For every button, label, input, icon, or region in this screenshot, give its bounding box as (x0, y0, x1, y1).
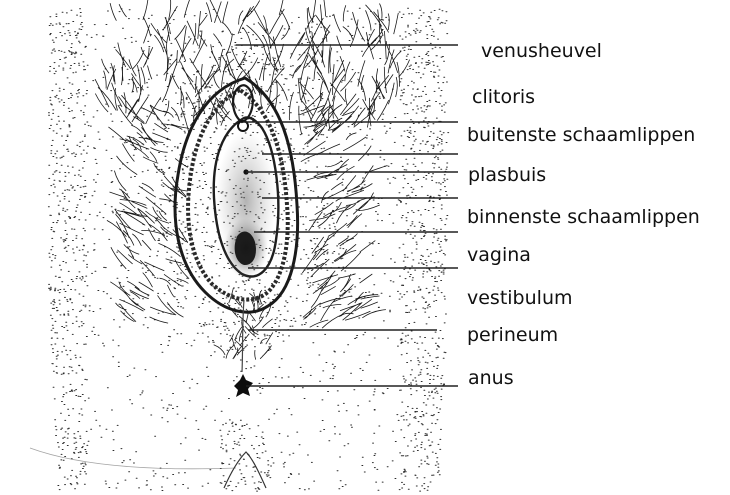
anatomy-shapes (30, 78, 298, 488)
label-plasbuis: plasbuis (468, 164, 546, 186)
buttock-cleft (224, 452, 266, 488)
vaginal-shadow (224, 218, 268, 278)
label-vestibulum: vestibulum (467, 287, 573, 309)
label-anus: anus (468, 367, 514, 389)
label-clitoris: clitoris (472, 86, 535, 108)
label-vagina: vagina (467, 244, 531, 266)
left-buttock-contour (30, 448, 236, 469)
label-perineum: perineum (467, 324, 558, 346)
label-binnenste-schaamlippen: binnenste schaamlippen (467, 206, 700, 228)
label-venusheuvel: venusheuvel (481, 40, 602, 62)
label-buitenste-schaamlippen: buitenste schaamlippen (467, 124, 695, 146)
